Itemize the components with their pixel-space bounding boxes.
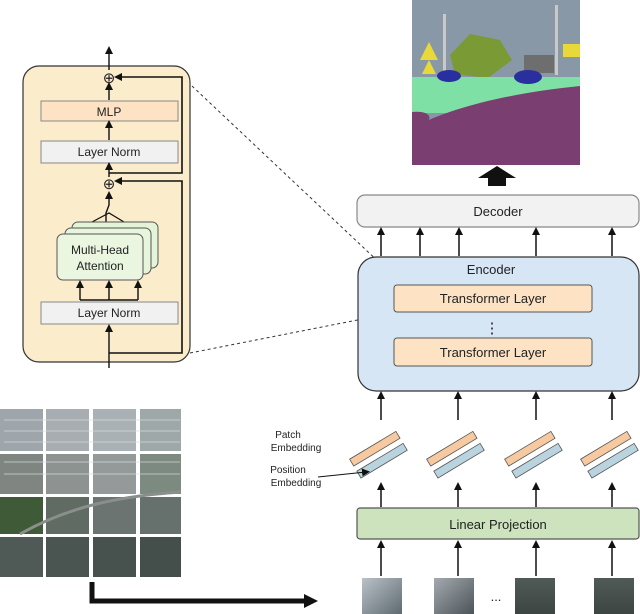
arrow-attention-to-add	[105, 191, 113, 222]
grid-patch-r3c4	[140, 497, 181, 534]
transformer-layer-label-2: Transformer Layer	[440, 345, 547, 360]
linear-projection-box	[356, 507, 640, 540]
patch-tile-1	[362, 578, 402, 614]
mlp-label: MLP	[97, 105, 122, 119]
seg-sign-box	[563, 44, 580, 57]
seg-car-right	[514, 70, 542, 84]
embedding-tokens: Patch Embedding Position Embedding	[270, 430, 639, 489]
patch-embedding-bar	[580, 430, 632, 467]
position-embedding-pointer	[317, 468, 370, 478]
grid-patch-r1c3	[93, 409, 136, 451]
output-block-arrow	[478, 166, 516, 186]
grid-patch-r1c4	[140, 409, 181, 451]
grid-patch-r4c2	[46, 537, 89, 577]
token-3	[504, 430, 563, 479]
seg-sign-triangle-2	[422, 60, 436, 74]
token-1	[349, 430, 408, 479]
position-embedding-label-line1: Position	[270, 465, 306, 476]
grid-patch-r4c1	[0, 537, 43, 577]
add-symbol-middle: ⊕	[103, 176, 116, 193]
grid-patch-r3c2	[46, 497, 89, 534]
grid-patch-r4c4	[140, 537, 181, 577]
patch-tile-2	[434, 578, 474, 614]
encoder-block: Encoder Transformer Layer ⋮ Transformer …	[357, 256, 640, 392]
encoder-ellipsis: ⋮	[485, 320, 500, 337]
add-symbol-top: ⊕	[103, 70, 116, 87]
residual-connection-lower	[109, 177, 183, 354]
position-embedding-bar	[433, 442, 485, 479]
token-2	[426, 430, 485, 479]
decoder-label: Decoder	[473, 204, 523, 219]
encoder-to-decoder-arrows	[377, 227, 616, 256]
segmentation-output-image	[412, 0, 580, 165]
seg-pole-left	[443, 14, 446, 78]
seg-vegetation	[450, 34, 512, 78]
patch-row-ellipsis: ...	[491, 589, 502, 604]
patch-embedding-label-line2: Embedding	[271, 443, 322, 454]
grid-patch-r4c3	[93, 537, 136, 577]
flattened-patch-sequence: ...	[362, 578, 634, 614]
seg-road	[412, 86, 580, 165]
embedding-to-encoder-arrows	[377, 391, 616, 420]
transformer-layer-box-1	[393, 284, 593, 313]
attention-heads-fanin	[91, 212, 125, 223]
zoom-line-top	[191, 85, 401, 283]
token-4	[580, 430, 639, 479]
input-image-patch-grid	[0, 409, 182, 577]
encoder-title: Encoder	[467, 262, 516, 277]
patch-embedding-bar	[426, 430, 478, 467]
seg-sign-triangle	[420, 42, 438, 60]
layer-norm-bottom-label: Layer Norm	[78, 306, 141, 320]
transformer-layer-detail: ⊕ MLP Layer Norm ⊕ Multi-Head Attention …	[22, 46, 191, 368]
grid-patch-r3c1	[0, 497, 43, 534]
transformer-layer-box-2	[393, 337, 593, 367]
projection-to-embedding-arrows	[377, 482, 616, 507]
position-embedding-label-line2: Embedding	[271, 478, 322, 489]
patch-tile-4	[594, 578, 634, 614]
multi-head-attention-box	[56, 233, 144, 281]
multi-head-attention-label-line2: Attention	[76, 259, 123, 273]
seg-car-left	[437, 70, 461, 82]
road-curve	[19, 490, 182, 536]
position-embedding-bar	[587, 442, 639, 479]
patch-flow-arrow	[89, 582, 318, 608]
patch-tile-3	[515, 578, 555, 614]
linear-projection-label: Linear Projection	[449, 517, 547, 532]
seg-pole-right	[555, 5, 558, 75]
grid-patch-r1c2	[46, 409, 89, 451]
patch-embedding-label-line1: Patch	[275, 430, 301, 441]
layer-norm-top-label: Layer Norm	[78, 145, 141, 159]
grid-patch-r1c1	[0, 409, 43, 451]
patch-embedding-bar	[349, 430, 401, 467]
building-window-lines	[4, 419, 180, 475]
transformer-layer-label-1: Transformer Layer	[440, 291, 547, 306]
decoder-block: Decoder	[356, 194, 640, 228]
seg-building-block	[524, 55, 554, 73]
residual-connection-upper	[109, 73, 183, 174]
decoder-box	[356, 194, 640, 228]
linear-projection-block: Linear Projection	[356, 507, 640, 540]
patch-embedding-bar	[504, 430, 556, 467]
position-embedding-bar	[511, 442, 563, 479]
seg-road-lower	[412, 111, 430, 130]
patch-to-projection-arrows	[377, 540, 616, 576]
multi-head-attention-label-line1: Multi-Head	[71, 243, 129, 257]
